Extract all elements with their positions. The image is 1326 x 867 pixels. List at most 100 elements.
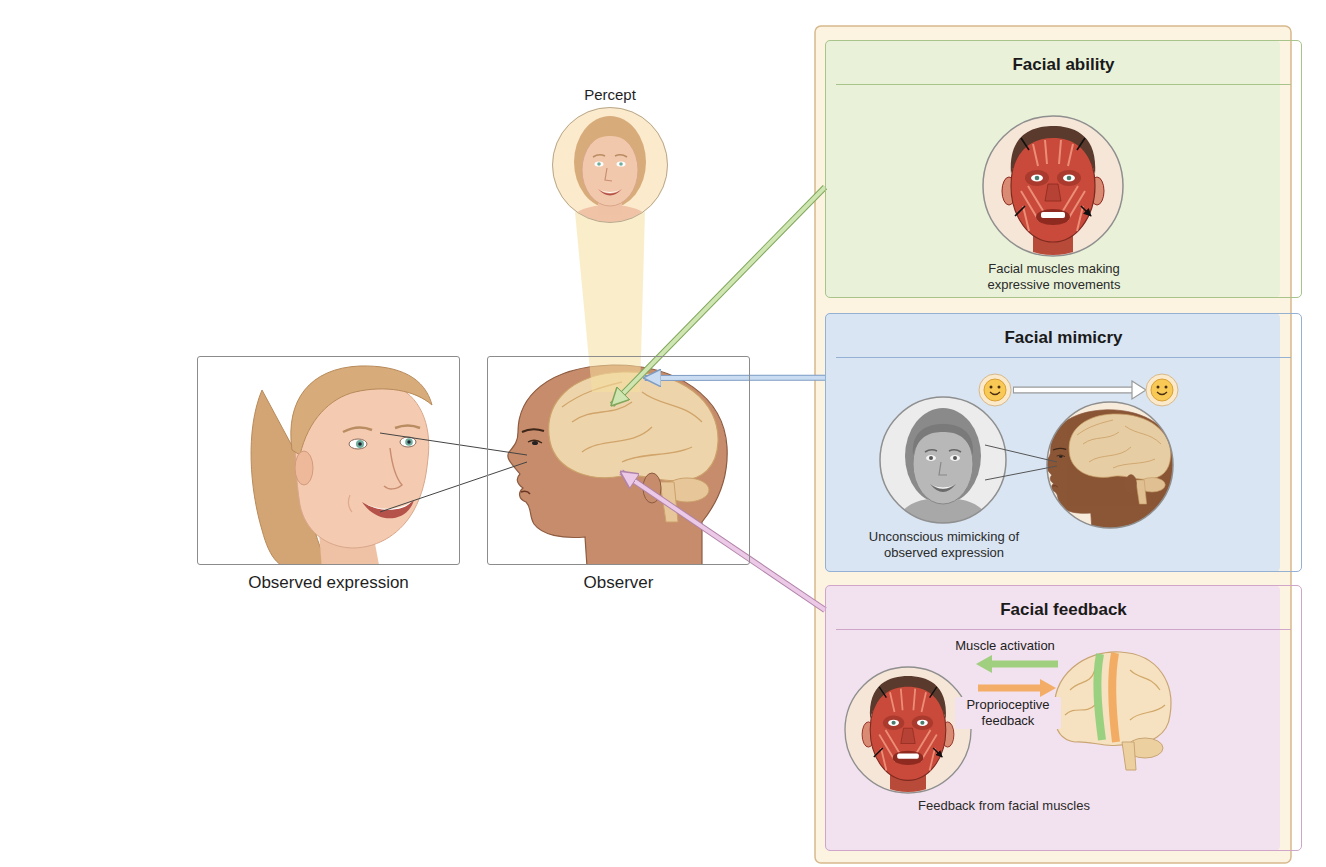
mimicry-illustration	[880, 374, 1178, 531]
observed-face-illustration	[197, 356, 460, 565]
image-frame: Observed expression	[197, 356, 460, 565]
influence-arrow	[645, 377, 825, 378]
mimicry-illustration	[905, 408, 981, 504]
node-label: Observed expression	[248, 573, 409, 593]
feedback-illustration	[845, 667, 971, 804]
observed-face-illustration	[358, 442, 362, 446]
percept-circle: Percept	[552, 107, 668, 223]
panel-title: Facial feedback	[826, 600, 1301, 620]
observer-head-illustration	[508, 365, 727, 564]
percept-face-illustration	[582, 134, 638, 206]
observed-face-illustration	[384, 448, 402, 489]
mimicry-illustration	[1045, 402, 1177, 531]
mimicry-illustration	[1045, 410, 1177, 531]
observed-face-illustration	[291, 366, 432, 455]
mimicry-illustration	[1146, 374, 1178, 406]
annotation-label: Muscle activation	[952, 638, 1058, 654]
mimicry-illustration	[1132, 381, 1146, 399]
mimicry-illustration	[926, 455, 936, 461]
feedback-illustration	[978, 685, 1042, 692]
feedback-illustration	[1040, 679, 1056, 697]
mimicry-illustration	[1045, 410, 1177, 531]
observed-face-illustration	[356, 440, 364, 448]
arrow-shaft	[612, 187, 825, 405]
panel-title: Facial ability	[826, 55, 1301, 75]
panel-backgrounds	[825, 313, 1280, 572]
panel-backgrounds	[825, 40, 1280, 298]
percept-face-illustration	[600, 190, 620, 193]
panel-backgrounds	[815, 26, 1291, 863]
mimicry-illustration	[1014, 388, 1134, 393]
mimicry-illustration	[880, 397, 1006, 530]
node-label: Percept	[584, 86, 636, 104]
mimicry-illustration	[880, 397, 1006, 523]
annotation-label: Proprioceptive feedback	[955, 697, 1061, 729]
percept-face-illustration	[582, 124, 638, 160]
mimicry-illustration	[1047, 402, 1173, 528]
mimicry-illustration	[979, 374, 1011, 406]
percept-face-illustration	[595, 161, 604, 166]
panel-caption: Feedback from facial muscles	[918, 798, 1090, 814]
panel-backgrounds	[815, 26, 1291, 863]
feedback-illustration	[845, 667, 971, 804]
arrow-outline	[645, 375, 825, 381]
mimicry-illustration	[953, 456, 957, 460]
percept-face-illustration	[619, 162, 623, 166]
percept-beam	[575, 212, 645, 392]
observed-face-illustration	[407, 440, 410, 443]
observed-face-illustration	[348, 495, 352, 512]
title-rule	[836, 84, 1291, 85]
percept-beam	[575, 212, 645, 392]
mimicry-illustration	[880, 397, 1006, 530]
feedback-illustration	[1097, 654, 1102, 740]
feedback-illustration	[1055, 652, 1171, 770]
mimicry-panel: Facial mimicryUnconscious mimicking of o…	[825, 313, 1302, 572]
mimicry-illustration	[950, 455, 960, 461]
mimicry-illustration	[880, 397, 1006, 523]
observed-face-illustration	[295, 451, 313, 485]
mimicry-illustration	[930, 484, 956, 492]
mimicry-illustration	[1146, 374, 1178, 406]
panel-caption: Facial muscles making expressive movemen…	[969, 261, 1139, 293]
mimicry-illustration	[925, 450, 961, 452]
observed-face-illustration	[349, 439, 367, 449]
observed-face-illustration	[251, 366, 432, 564]
mimicry-illustration	[913, 424, 973, 455]
title-rule	[836, 629, 1291, 630]
ability-illustration	[983, 116, 1123, 268]
mimicry-illustration	[1045, 402, 1177, 531]
feedback-illustration	[845, 652, 1171, 804]
image-frame: Observer	[487, 356, 750, 565]
percept-face-illustration	[552, 107, 668, 240]
percept-face-illustration	[560, 116, 660, 240]
mimicry-illustration	[1013, 387, 1134, 394]
feedback-panel: Facial feedbackFeedback from facial musc…	[825, 585, 1302, 851]
mimicry-illustration	[913, 424, 973, 504]
panel-backgrounds	[825, 585, 1280, 851]
percept-face-illustration	[593, 155, 627, 157]
observed-face-illustration	[197, 356, 460, 570]
feedback-illustration	[1122, 742, 1136, 770]
ability-illustration	[983, 116, 1123, 268]
feedback-illustration	[1112, 653, 1116, 742]
panel-caption: Unconscious mimicking of observed expres…	[857, 529, 1032, 561]
percept-face-illustration	[574, 116, 646, 208]
mimicry-illustration	[979, 374, 1011, 406]
feedback-illustration	[976, 655, 992, 673]
observed-face-illustration	[405, 438, 413, 446]
mimicry-illustration	[939, 462, 947, 475]
percept-face-illustration	[598, 189, 622, 196]
percept-face-illustration	[605, 168, 612, 181]
percept-face-illustration	[617, 161, 626, 166]
feedback-illustration	[1055, 652, 1171, 746]
arrow-outline	[612, 187, 825, 405]
ability-panel: Facial abilityFacial muscles making expr…	[825, 40, 1302, 298]
influence-arrow	[612, 187, 825, 405]
sight-lines	[380, 433, 527, 512]
percept-face-illustration	[552, 107, 668, 223]
percept-face-illustration	[597, 162, 601, 166]
